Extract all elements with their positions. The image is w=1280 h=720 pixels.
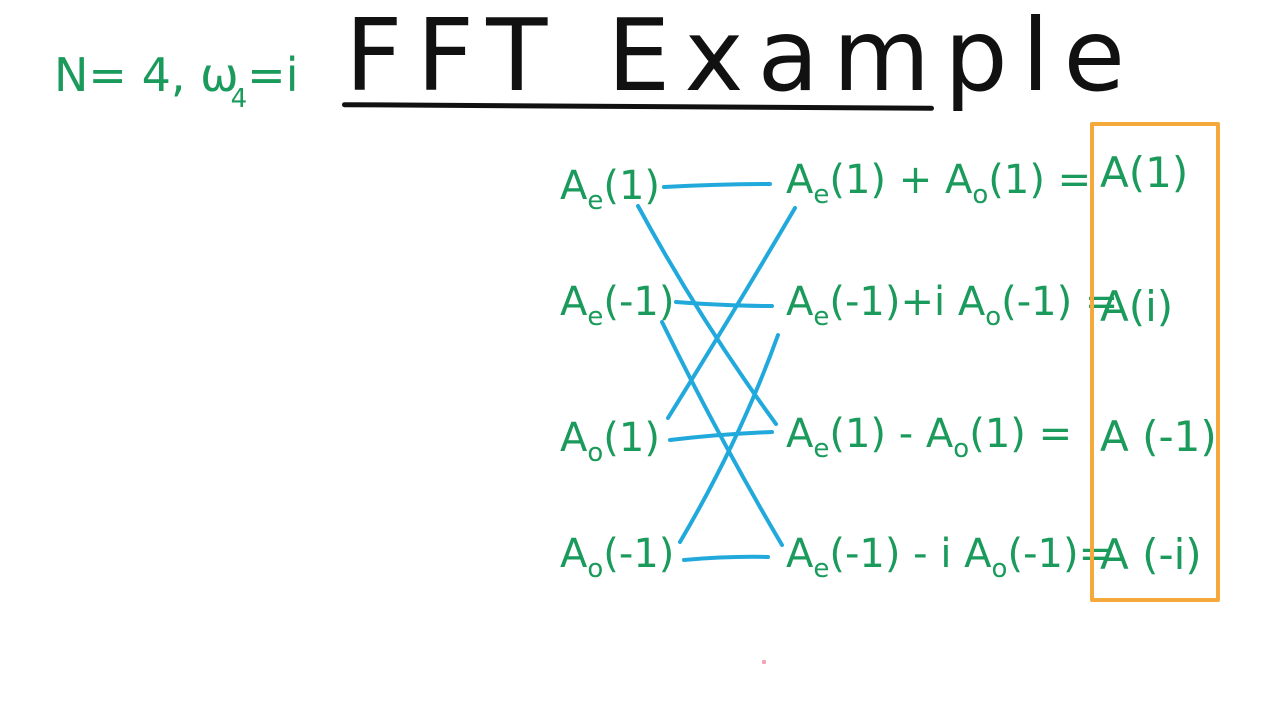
param-omega-subscript: 4 bbox=[230, 84, 248, 114]
equation-row-3: Ae(1) - Ao(1) = bbox=[786, 411, 1073, 464]
page-title: FFT Example bbox=[345, 0, 1139, 114]
result-a-i: A(i) bbox=[1100, 282, 1174, 331]
result-a-neg1: A (-1) bbox=[1100, 412, 1217, 461]
fft-parameters: N= 4, ω4=i bbox=[54, 52, 299, 112]
wire-ao-1-cross-up bbox=[678, 333, 780, 544]
input-ao-neg1: Ao(-1) bbox=[560, 531, 675, 584]
param-omega: ω bbox=[200, 48, 239, 102]
result-a-negi: A (-i) bbox=[1100, 530, 1202, 579]
param-omega-value: =i bbox=[247, 48, 299, 102]
equation-row-2: Ae(-1)+i Ao(-1) = bbox=[786, 279, 1119, 332]
wire-ao1-cross-up bbox=[666, 206, 797, 420]
input-ae-neg1: Ae(-1) bbox=[560, 279, 675, 332]
wire-ae-1-straight bbox=[674, 300, 774, 308]
wire-ao-1-straight bbox=[682, 554, 770, 562]
param-n: N= 4, bbox=[54, 48, 201, 102]
result-a-1: A(1) bbox=[1100, 148, 1189, 197]
stray-mark bbox=[762, 660, 766, 664]
wire-ae-1-cross-down bbox=[660, 320, 784, 547]
wire-ae1-straight bbox=[662, 182, 772, 189]
equation-row-1: Ae(1) + Ao(1) = bbox=[786, 157, 1092, 210]
result-box bbox=[1090, 122, 1220, 602]
equation-row-4: Ae(-1) - i Ao(-1)= bbox=[786, 531, 1113, 584]
input-ae-1: Ae(1) bbox=[560, 163, 661, 216]
input-ao-1: Ao(1) bbox=[560, 415, 660, 468]
wire-ae1-cross-down bbox=[636, 204, 778, 426]
